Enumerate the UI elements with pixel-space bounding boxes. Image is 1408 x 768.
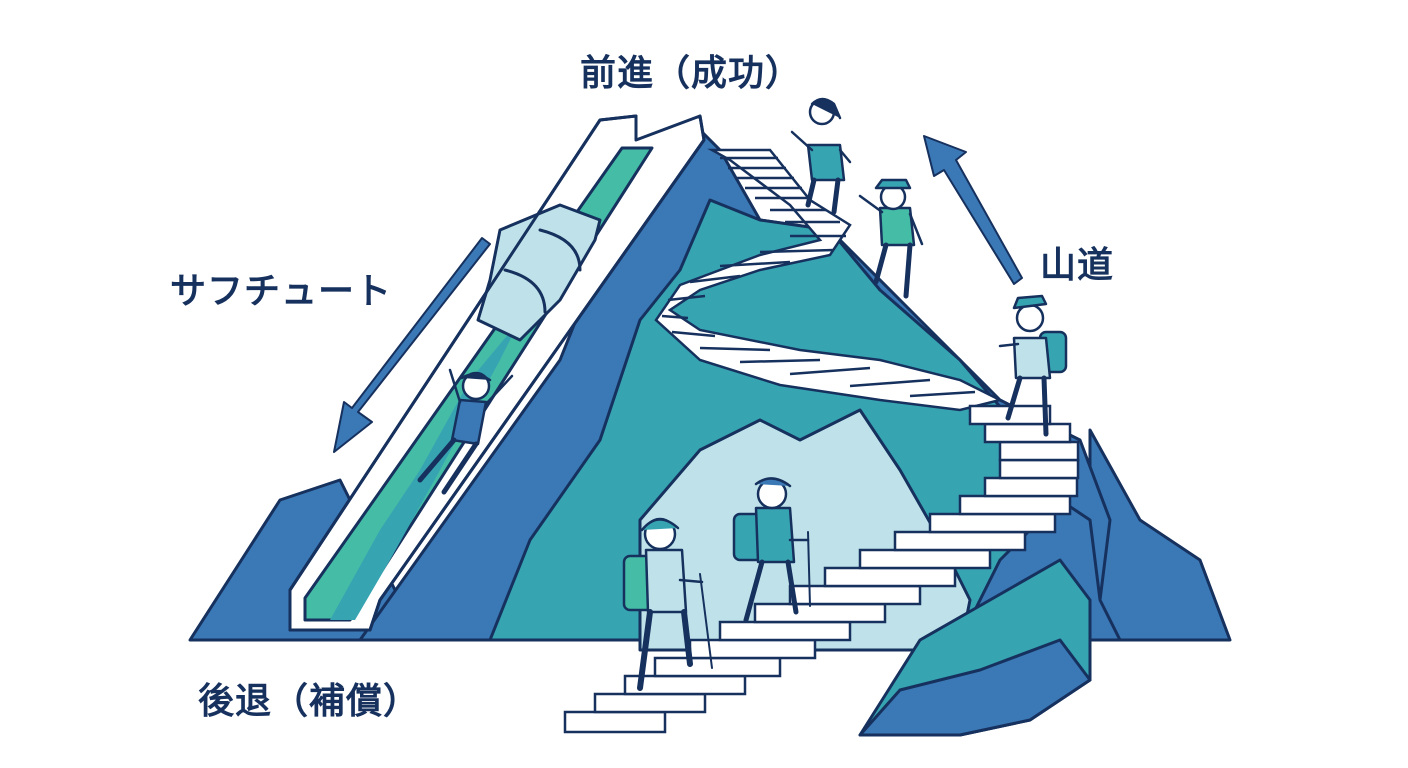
person-backpack-woman [998,294,1068,437]
person-hat-hiker [858,178,924,299]
slide-rail-left [288,114,638,632]
mountain-base-right [1088,428,1232,642]
label-advance-success: 前進（成功） [580,53,803,94]
label-mountain-path: 山道 [1040,245,1115,286]
rock-foreground-shadow [858,638,1092,737]
slide-tube-ring [538,228,582,272]
person-hiker-poles-middle [732,477,811,623]
arrow-up-left-icon [923,135,1023,285]
staircase-lower [563,404,1080,734]
staircase-upper [654,148,1004,412]
label-retreat-compensation: 後退（補償） [198,681,421,722]
slide-rail-right [368,114,706,632]
arrow-down-left-icon [333,237,491,453]
label-slide-chute: サフチュート [170,271,393,312]
slide-tube-ring-2 [503,268,547,314]
person-sliding-child [417,368,514,495]
person-hiker-poles-front [622,517,713,691]
person-summit-woman [790,97,852,215]
